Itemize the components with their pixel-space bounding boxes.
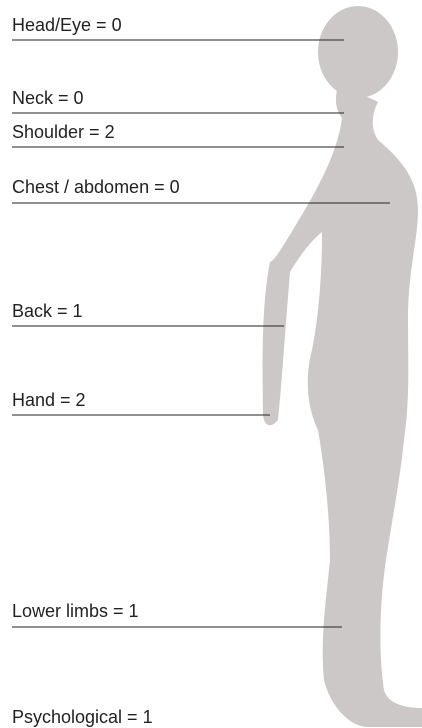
human-silhouette <box>263 6 422 727</box>
label-lower-limbs: Lower limbs = 1 <box>12 600 139 622</box>
label-psychological: Psychological = 1 <box>12 706 153 728</box>
label-hand: Hand = 2 <box>12 389 86 411</box>
label-shoulder: Shoulder = 2 <box>12 121 115 143</box>
label-chest-abdomen: Chest / abdomen = 0 <box>12 176 180 198</box>
label-neck: Neck = 0 <box>12 87 84 109</box>
label-back: Back = 1 <box>12 300 83 322</box>
label-head-eye: Head/Eye = 0 <box>12 14 122 36</box>
